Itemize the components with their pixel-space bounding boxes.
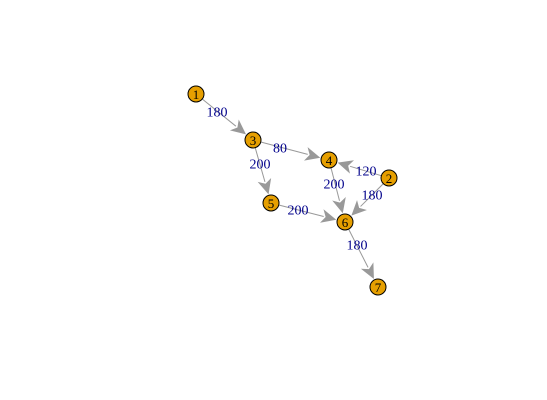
arrowhead xyxy=(332,197,346,214)
edge-3-4 xyxy=(260,141,321,161)
node-label: 1 xyxy=(193,87,200,102)
edge-line xyxy=(254,147,266,182)
edge-line xyxy=(330,167,340,201)
edge-4-6 xyxy=(330,167,346,214)
arrowhead xyxy=(320,209,337,223)
node-circle[interactable] xyxy=(187,85,205,103)
arrowhead xyxy=(304,147,321,161)
node-label: 4 xyxy=(326,153,333,168)
node-circle[interactable] xyxy=(320,151,338,169)
node-5[interactable]: 5 xyxy=(262,194,280,212)
node-circle[interactable] xyxy=(262,194,280,212)
node-label: 3 xyxy=(250,133,257,148)
arrowhead xyxy=(360,262,374,279)
nodes-layer: 1 2 3 4 5 6 7 xyxy=(187,85,398,296)
edges-layer xyxy=(201,98,384,279)
node-label: 2 xyxy=(386,171,393,186)
arrowhead xyxy=(337,160,354,174)
edge-line xyxy=(360,183,384,207)
edge-label-6-7: 180 xyxy=(347,239,368,254)
arrowhead xyxy=(351,200,367,216)
edge-label-2-4: 120 xyxy=(356,165,377,180)
edge-label-2-6: 180 xyxy=(362,189,383,204)
edge-2-4 xyxy=(337,160,382,177)
node-circle[interactable] xyxy=(336,213,354,231)
arrowhead xyxy=(257,178,272,195)
node-circle[interactable] xyxy=(380,169,398,187)
edge-line xyxy=(278,204,324,218)
edge-2-6 xyxy=(351,183,384,216)
node-6[interactable]: 6 xyxy=(336,213,354,231)
edge-5-6 xyxy=(278,204,337,223)
edge-label-4-6: 200 xyxy=(324,178,345,193)
edge-label-5-6: 200 xyxy=(288,204,309,219)
edge-line xyxy=(201,98,237,127)
arrowhead xyxy=(229,119,246,135)
edge-6-7 xyxy=(348,228,374,279)
edge-3-5 xyxy=(254,147,272,195)
node-circle[interactable] xyxy=(369,278,387,296)
edge-1-3 xyxy=(201,98,246,135)
node-1[interactable]: 1 xyxy=(187,85,205,103)
node-label: 7 xyxy=(375,280,382,295)
edge-label-3-4: 80 xyxy=(273,142,287,157)
node-4[interactable]: 4 xyxy=(320,151,338,169)
edge-line xyxy=(348,228,369,268)
edge-line xyxy=(349,165,382,177)
node-2[interactable]: 2 xyxy=(380,169,398,187)
node-3[interactable]: 3 xyxy=(244,131,262,149)
node-label: 6 xyxy=(342,215,349,230)
edge-line xyxy=(260,141,308,155)
node-circle[interactable] xyxy=(244,131,262,149)
node-label: 5 xyxy=(268,196,275,211)
edge-label-1-3: 180 xyxy=(207,106,228,121)
edge-label-3-5: 200 xyxy=(250,158,271,173)
node-7[interactable]: 7 xyxy=(369,278,387,296)
